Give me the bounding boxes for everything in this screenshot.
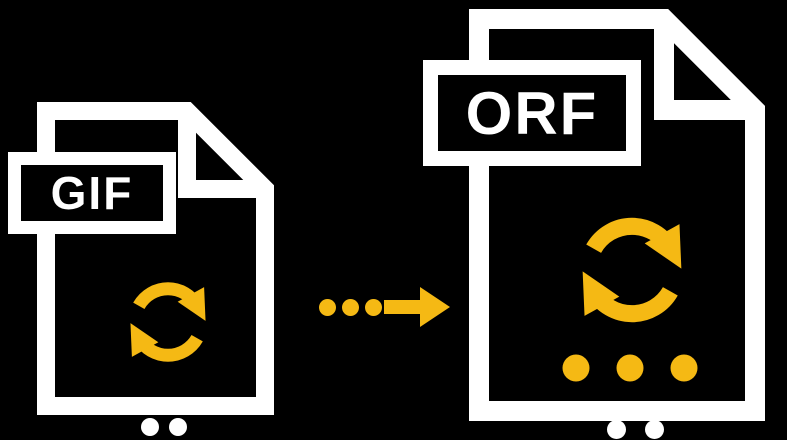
target-folded-corner-icon [654, 19, 755, 120]
source-format-text: GIF [50, 167, 134, 219]
source-refresh-icon [130, 282, 206, 362]
target-bottom-dot [607, 420, 626, 439]
target-bottom-dot [645, 420, 664, 439]
trail-dot [365, 299, 382, 316]
refresh-arrowhead [644, 224, 682, 269]
source-document-icon [37, 102, 274, 415]
trail-dot [319, 299, 336, 316]
target-inner-dot [670, 354, 698, 382]
refresh-arrowhead [130, 323, 159, 357]
source-format-label: GIF [8, 152, 176, 234]
source-bottom-dot [141, 418, 159, 436]
refresh-arrowhead [177, 287, 206, 321]
trail-dot [342, 299, 359, 316]
refresh-arrowhead [582, 271, 620, 316]
target-format-label: ORF [423, 60, 641, 166]
target-inner-dot [616, 354, 644, 382]
target-document-icon [469, 9, 765, 421]
target-refresh-icon [582, 217, 682, 323]
right-arrow-shape [384, 287, 450, 327]
target-inner-dot [562, 354, 590, 382]
target-format-text: ORF [465, 79, 599, 147]
conversion-arrow-icon [384, 287, 450, 327]
source-bottom-dot [169, 418, 187, 436]
source-folded-corner-icon [178, 111, 265, 198]
